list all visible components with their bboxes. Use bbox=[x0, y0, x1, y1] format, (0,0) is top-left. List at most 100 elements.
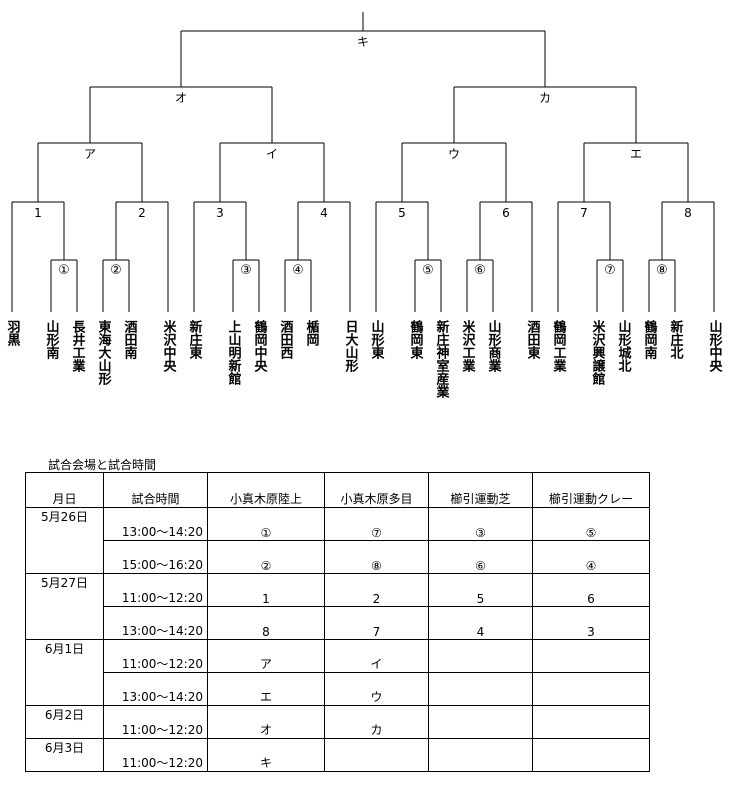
game-cell bbox=[324, 738, 429, 772]
time-cell: 13:00～14:20 bbox=[103, 606, 208, 640]
team-name: 米沢興譲館 bbox=[590, 319, 606, 386]
game-cell bbox=[532, 639, 650, 673]
schedule-table: 月日 試合時間 小真木原陸上 小真木原多目 櫛引運動芝 櫛引運動クレー 5月26… bbox=[25, 472, 650, 772]
second-round-label: 8 bbox=[684, 206, 692, 220]
game-cell bbox=[532, 738, 650, 772]
table-row: 15:00～16:20 ② ⑧ ⑥ ④ bbox=[26, 540, 650, 574]
final-label: キ bbox=[357, 35, 369, 49]
game-cell bbox=[428, 639, 533, 673]
game-cell: 6 bbox=[532, 573, 650, 607]
team-name: 新庄神室産業 bbox=[434, 319, 451, 399]
game-cell: イ bbox=[324, 639, 429, 673]
team-name: 上山明新館 bbox=[226, 320, 242, 386]
time-cell: 11:00～12:20 bbox=[103, 639, 208, 673]
game-cell: 3 bbox=[532, 606, 650, 640]
column-header-venue: 櫛引運動芝 bbox=[428, 472, 533, 508]
team-name: 米沢中央 bbox=[161, 319, 177, 373]
game-cell: ⑥ bbox=[428, 540, 533, 574]
bracket-lines bbox=[11, 12, 715, 312]
team-name: 鶴岡工業 bbox=[551, 319, 568, 373]
game-cell: カ bbox=[324, 705, 429, 739]
table-row: 13:00～14:20 8 7 4 3 bbox=[26, 606, 650, 640]
team-name: 楯岡 bbox=[304, 319, 320, 347]
date-cell: 6月1日 bbox=[25, 639, 104, 706]
column-header-venue: 櫛引運動クレー bbox=[532, 472, 650, 508]
game-cell: 7 bbox=[324, 606, 429, 640]
date-cell: 5月27日 bbox=[25, 573, 104, 640]
team-name: 山形城北 bbox=[616, 319, 632, 373]
table-row: 5月27日 11:00～12:20 1 2 5 6 bbox=[25, 573, 650, 640]
column-header-venue: 小真木原多目 bbox=[324, 472, 429, 508]
game-cell: オ bbox=[207, 705, 325, 739]
table-row: 6月2日 11:00～12:20 オ カ bbox=[25, 705, 650, 739]
first-round-label: ④ bbox=[292, 263, 304, 278]
game-cell: ④ bbox=[532, 540, 650, 574]
time-cell: 15:00～16:20 bbox=[103, 540, 208, 574]
team-name: 日大山形 bbox=[343, 320, 359, 373]
tournament-bracket: キ オ カ ア イ ウ エ 1 2 3 4 5 6 7 8 ① ② ③ ④ ⑤ … bbox=[5, 12, 723, 399]
time-cell: 11:00～12:20 bbox=[103, 738, 208, 772]
quarter-label: ウ bbox=[448, 147, 460, 161]
team-name: 東海大山形 bbox=[96, 319, 112, 386]
column-header-time: 試合時間 bbox=[103, 472, 208, 508]
second-round-label: 3 bbox=[216, 206, 224, 220]
first-round-label: ① bbox=[58, 263, 70, 278]
game-cell bbox=[428, 672, 533, 706]
date-cell: 6月3日 bbox=[25, 738, 104, 772]
team-name: 山形東 bbox=[369, 319, 385, 360]
game-cell: ア bbox=[207, 639, 325, 673]
game-cell bbox=[532, 672, 650, 706]
team-name: 鶴岡東 bbox=[408, 319, 424, 360]
team-name: 酒田南 bbox=[122, 320, 138, 360]
team-name: 酒田東 bbox=[525, 320, 541, 360]
time-cell: 11:00～12:20 bbox=[103, 705, 208, 739]
game-cell: ⑦ bbox=[324, 507, 429, 541]
column-header-venue: 小真木原陸上 bbox=[207, 472, 325, 508]
semi-label: カ bbox=[539, 91, 551, 105]
first-round-label: ② bbox=[110, 263, 122, 278]
team-name: 新庄東 bbox=[187, 319, 203, 360]
schedule-title: 試合会場と試合時間 bbox=[48, 458, 157, 472]
date-cell: 6月2日 bbox=[25, 705, 104, 739]
table-row: 5月26日 13:00～14:20 ① ⑦ ③ ⑤ bbox=[25, 507, 650, 574]
game-cell bbox=[532, 705, 650, 739]
date-cell: 5月26日 bbox=[25, 507, 104, 574]
game-cell: 4 bbox=[428, 606, 533, 640]
team-name: 米沢工業 bbox=[460, 319, 477, 373]
team-name: 山形商業 bbox=[486, 319, 503, 373]
table-row: 13:00～14:20 エ ウ bbox=[26, 672, 650, 706]
first-round-label: ⑦ bbox=[604, 263, 616, 278]
game-cell: 8 bbox=[207, 606, 325, 640]
game-cell: ⑤ bbox=[532, 507, 650, 541]
game-cell bbox=[428, 705, 533, 739]
game-cell: キ bbox=[207, 738, 325, 772]
second-round-label: 7 bbox=[580, 206, 588, 220]
game-cell: エ bbox=[207, 672, 325, 706]
game-cell: ② bbox=[207, 540, 325, 574]
game-cell: 5 bbox=[428, 573, 533, 607]
quarter-label: イ bbox=[266, 147, 278, 161]
game-cell: ウ bbox=[324, 672, 429, 706]
team-name: 鶴岡中央 bbox=[252, 319, 268, 373]
game-cell: 1 bbox=[207, 573, 325, 607]
semi-label: オ bbox=[175, 91, 187, 105]
team-name: 羽黒 bbox=[5, 320, 21, 347]
time-cell: 13:00～14:20 bbox=[103, 507, 208, 541]
team-name: 酒田西 bbox=[278, 320, 294, 360]
game-cell bbox=[428, 738, 533, 772]
column-header-date: 月日 bbox=[25, 472, 104, 508]
table-row: 6月3日 11:00～12:20 キ bbox=[25, 738, 650, 772]
first-round-label: ⑤ bbox=[422, 263, 434, 278]
game-cell: ⑧ bbox=[324, 540, 429, 574]
second-round-label: 1 bbox=[34, 206, 42, 220]
first-round-label: ⑥ bbox=[474, 263, 486, 278]
team-name: 新庄北 bbox=[668, 319, 684, 360]
team-name: 鶴岡南 bbox=[642, 319, 658, 360]
second-round-label: 6 bbox=[502, 206, 510, 220]
first-round-label: ⑧ bbox=[656, 263, 668, 278]
team-name: 長井工業 bbox=[70, 320, 87, 373]
team-name: 山形中央 bbox=[707, 319, 723, 373]
schedule-header-row: 月日 試合時間 小真木原陸上 小真木原多目 櫛引運動芝 櫛引運動クレー bbox=[25, 472, 650, 508]
quarter-label: ア bbox=[84, 147, 96, 161]
second-round-label: 4 bbox=[320, 206, 328, 220]
